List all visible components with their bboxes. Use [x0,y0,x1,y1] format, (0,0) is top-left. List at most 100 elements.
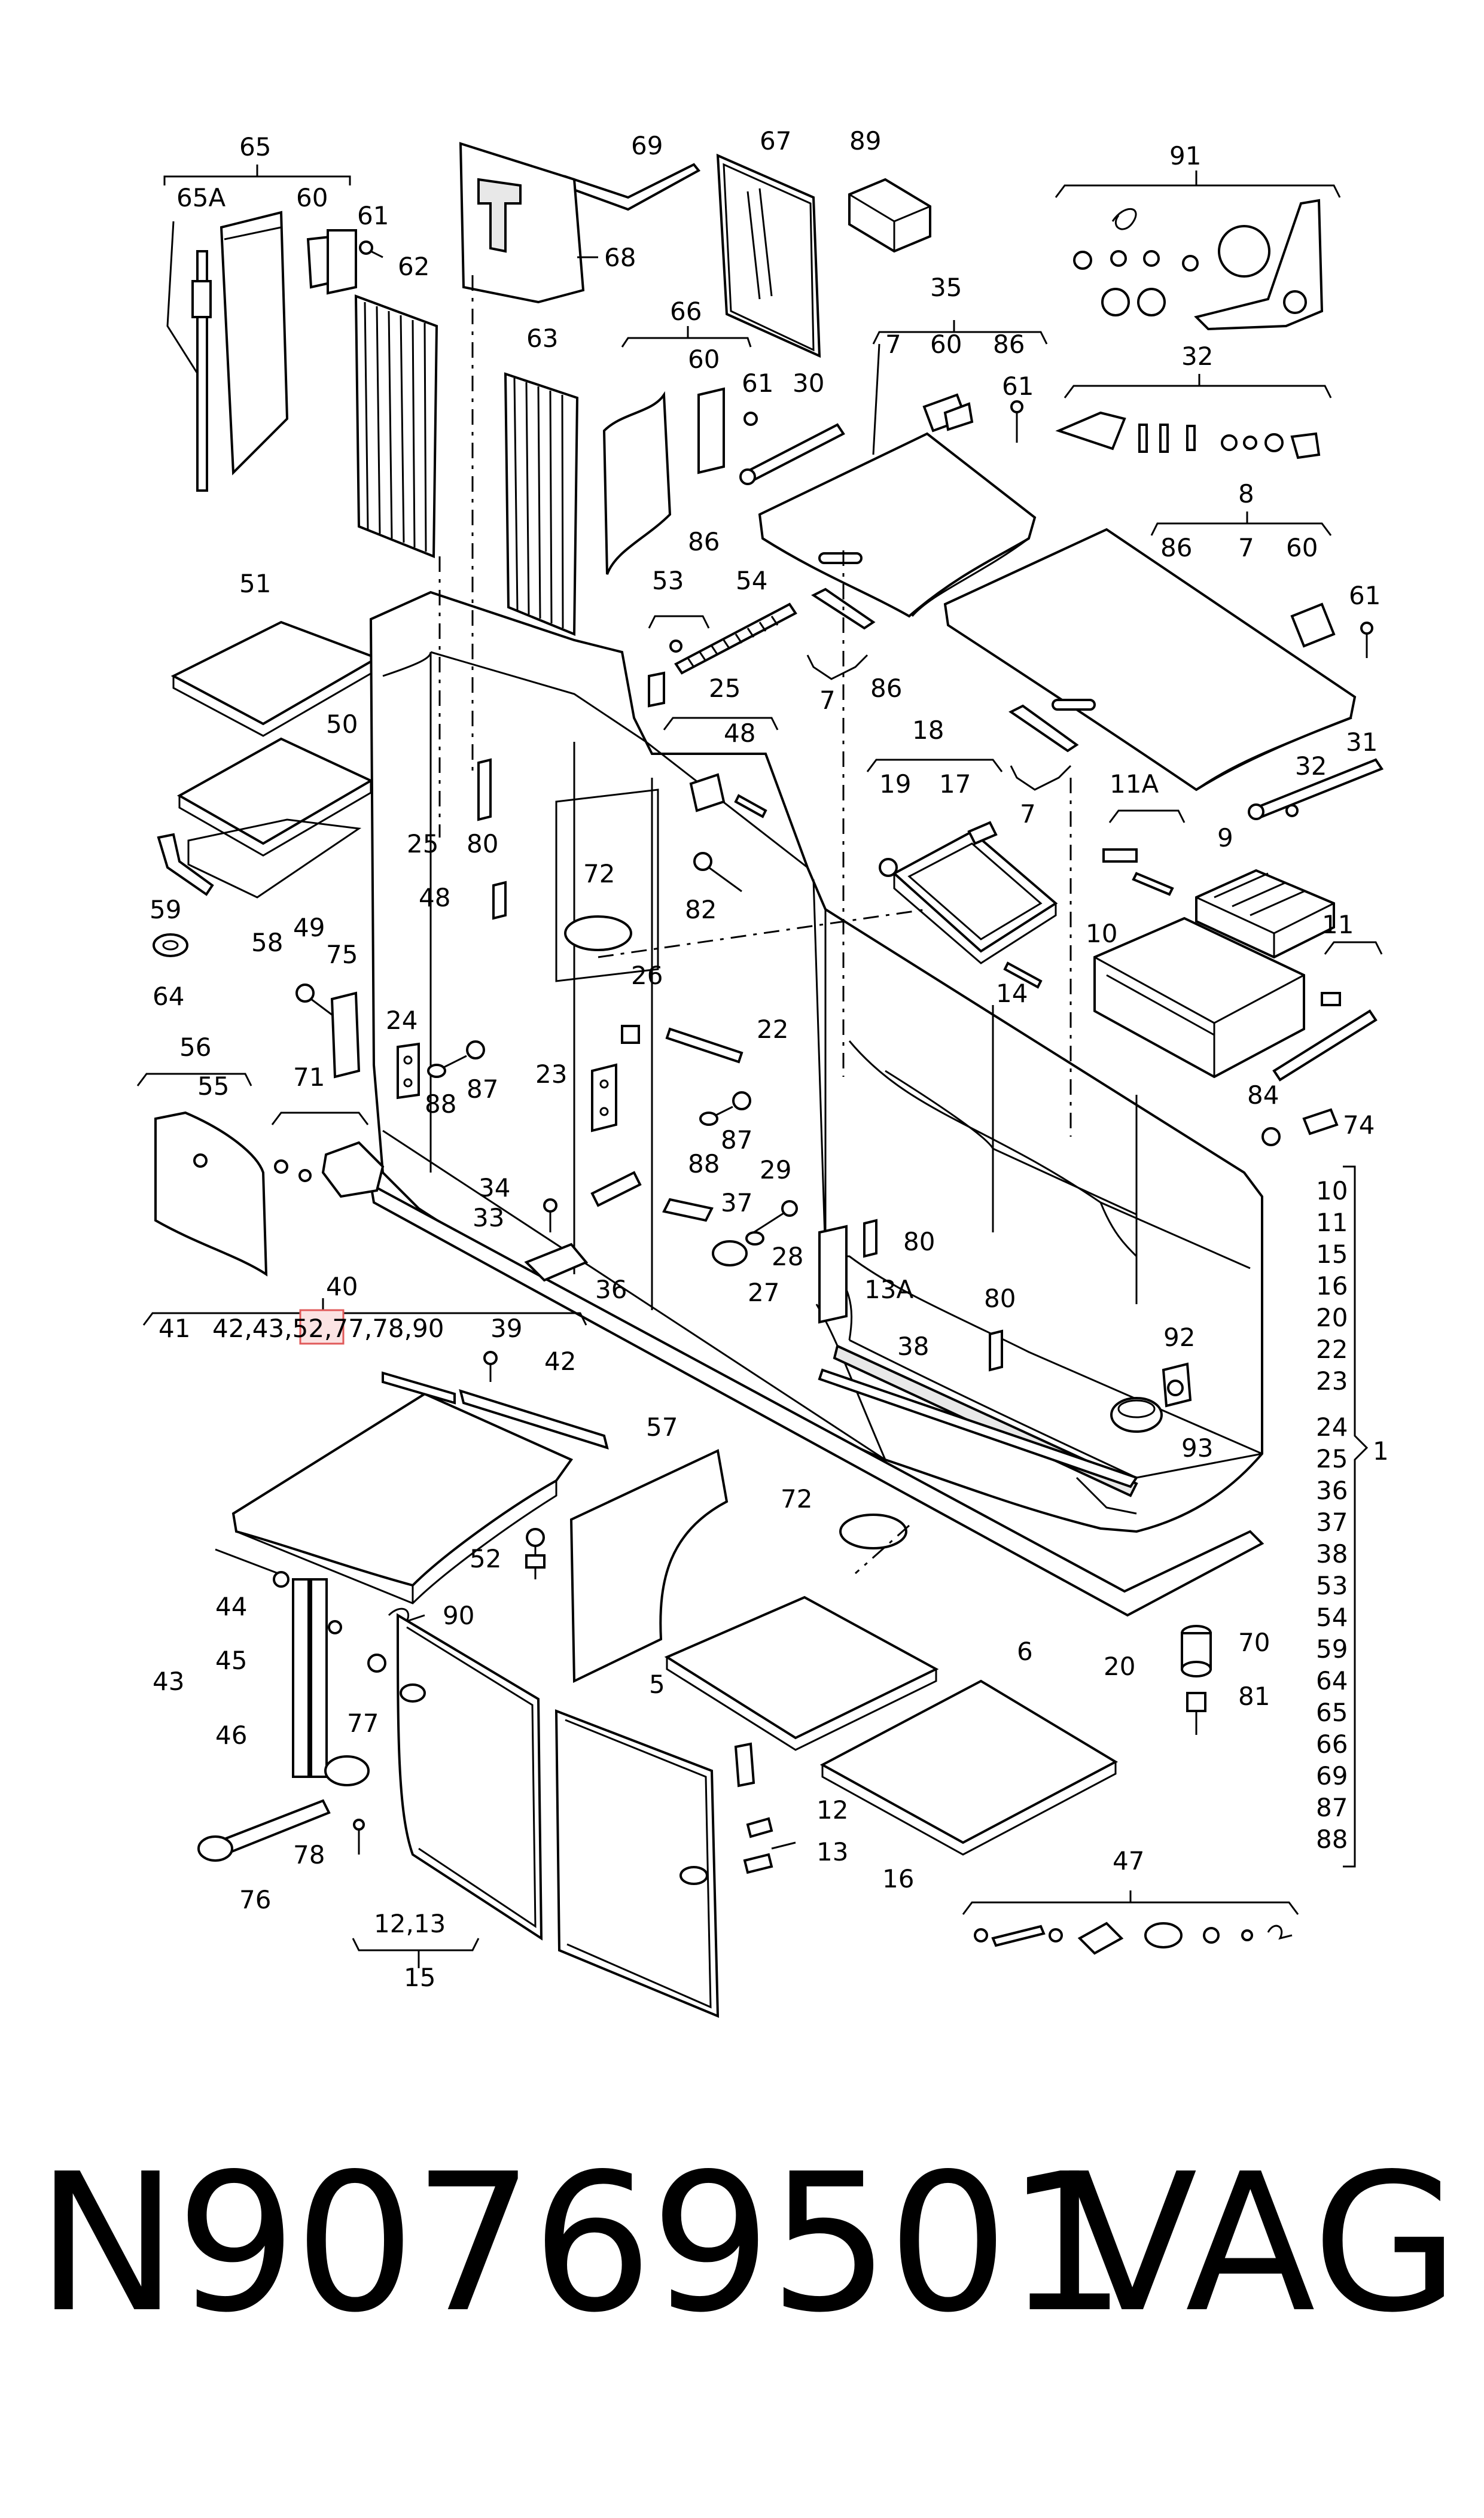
right-list-item: 59 [1316,1634,1348,1664]
callout-13A: 13A [864,1275,913,1304]
part-78-screw [353,1819,365,1855]
part-10-drawer [1093,917,1305,1079]
callout-49: 49 [293,913,325,942]
right-list-item: 66 [1316,1730,1348,1759]
callout-51: 51 [239,569,271,598]
callout-86: 86 [1160,533,1192,562]
part-30-gas-strut [739,423,845,485]
callout-27: 27 [748,1278,779,1307]
callout-87: 87 [467,1074,498,1104]
callout-7: 7 [1238,533,1254,562]
callout-44: 44 [215,1592,247,1621]
part-27-washer [712,1240,748,1266]
right-list-item: 53 [1316,1571,1348,1600]
part-87-screw [436,1040,751,1120]
part-23-plate [591,1063,617,1132]
callout-87: 87 [721,1125,752,1155]
part-13A-bracket [818,1225,848,1324]
part-29-screw [753,1200,798,1234]
callout-33: 33 [473,1203,504,1232]
callout-52: 52 [470,1544,501,1573]
brand-name: VAG [1067,2133,1459,2354]
right-list-item: 16 [1316,1271,1348,1301]
callout-22: 22 [757,1015,788,1044]
part-84-74-bracket [1261,1108,1339,1146]
callout-75: 75 [326,940,358,969]
part-31-strut [1248,758,1384,820]
callout-15: 15 [404,1963,435,1992]
part-75-bracket [330,991,361,1079]
part-69-rod [560,163,701,211]
callout-70: 70 [1238,1628,1270,1657]
callout-1: 1 [1373,1436,1389,1466]
part-22-pin [665,1027,743,1064]
part-47-fastener-set [962,1890,1299,1955]
callout-60: 60 [688,345,720,374]
callout-63: 63 [526,324,558,353]
callout-64: 64 [153,982,184,1011]
part-37-hinge [590,1171,714,1222]
right-list-item: 65 [1316,1698,1348,1727]
part-76-handle [197,1799,331,1862]
callout-46: 46 [215,1721,247,1750]
part-58-tray [187,818,362,899]
callout-72: 72 [583,859,615,888]
part-24-plate [397,1042,420,1100]
right-list-item: 11 [1316,1208,1348,1237]
callout-26: 26 [631,961,663,990]
callout-32: 32 [1181,342,1213,371]
part-66-side-panel [602,326,758,575]
footer: N90769501 VAG [24,2142,1459,2345]
right-list-item: 54 [1316,1603,1348,1632]
callout-88: 88 [688,1149,720,1179]
part-16-door [554,1709,796,2018]
right-list-item: 87 [1316,1793,1348,1822]
callout-8: 8 [1238,479,1254,509]
part-11A-rail [1102,809,1186,896]
callout-31: 31 [1346,727,1378,757]
callout-34: 34 [479,1173,510,1202]
part-39-screw [483,1351,498,1382]
callout-62: 62 [398,252,429,281]
right-list-item: 10 [1316,1176,1348,1205]
part-number: N90769501 [36,2133,1127,2354]
callout-37: 37 [721,1188,752,1217]
callout-86: 86 [688,527,720,556]
callout-45: 45 [215,1646,247,1675]
part-72-cap [564,915,632,951]
part-40-table-group [142,1298,587,1345]
part-6-mat [819,1679,1119,1856]
part-91-hardware-set [1055,170,1341,331]
callout-60: 60 [296,183,328,212]
callout-labels: 65 65A 60 61 62 69 68 67 89 91 66 60 61 … [150,126,1389,1992]
callout-65: 65 [239,132,271,162]
part-92-clip [1162,1362,1192,1408]
callout-12: 12 [816,1795,848,1825]
part-5-mat [664,1596,939,1751]
part-52-stud [525,1528,546,1579]
group-40-list: 42,43,52,77,78,90 [212,1314,444,1343]
part-88-washer [427,1064,718,1126]
callout-91: 91 [1169,141,1201,170]
callout-28: 28 [772,1242,803,1271]
callout-7: 7 [885,330,901,359]
callout-60: 60 [1286,533,1318,562]
callout-25: 25 [709,674,741,703]
part-70-foot [1181,1625,1212,1677]
callout-84: 84 [1247,1080,1279,1110]
callout-72: 72 [781,1484,812,1514]
callout-6: 6 [1017,1637,1033,1666]
callout-25: 25 [407,829,438,858]
right-list-item: 88 [1316,1825,1348,1854]
callout-55: 55 [197,1071,229,1101]
highlighted-callout-box [299,1309,345,1345]
part-49-screw [295,984,336,1018]
part-20-base-trim [369,1182,1264,1617]
callout-57: 57 [646,1412,678,1442]
callout-10: 10 [1086,919,1117,948]
callout-20: 20 [1104,1652,1135,1681]
part-38-trim [818,1368,1139,1488]
callout-59: 59 [150,895,181,924]
part-53-lock [648,615,710,708]
part-43-leg [215,1548,328,1778]
